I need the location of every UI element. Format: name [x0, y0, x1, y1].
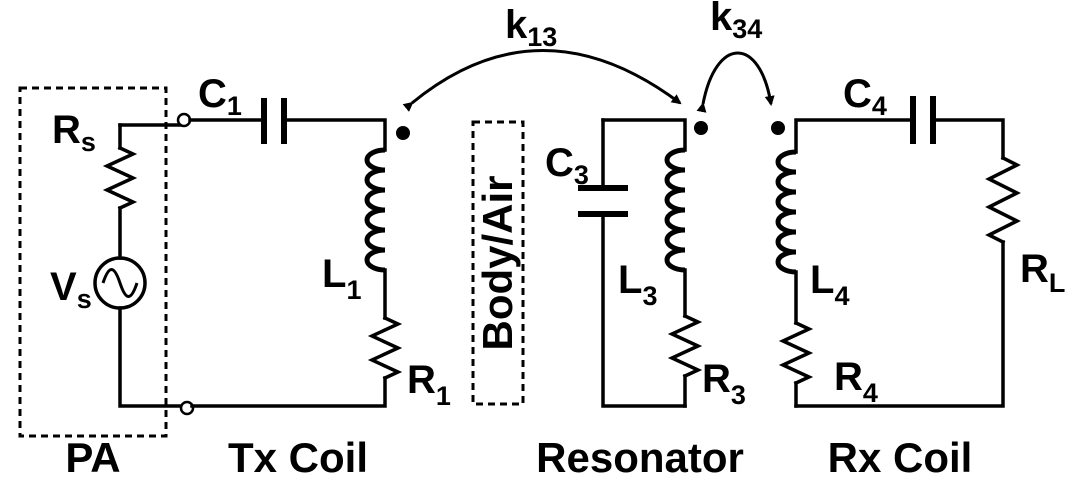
l4-polarity-dot	[771, 121, 785, 135]
r1-resistor	[367, 315, 403, 381]
l3-label: L3	[618, 258, 657, 311]
k13-label: k13	[505, 3, 557, 52]
rl-resistor	[985, 155, 1021, 245]
pa-dashed-box	[18, 86, 168, 438]
r4-label: R4	[834, 355, 878, 408]
pa-source-branch	[93, 123, 184, 408]
c1-label: C1	[198, 72, 242, 121]
r3-label: R3	[702, 357, 746, 410]
rl-label: RL	[1020, 247, 1065, 298]
r4-resistor	[778, 320, 814, 386]
r1-label: R1	[407, 358, 451, 411]
vs-sine-icon	[101, 268, 139, 298]
rx-circuit	[771, 96, 1021, 408]
k34-coupling-arrow	[696, 51, 775, 113]
vs-label: Vs	[50, 265, 92, 314]
rs-resistor	[102, 145, 138, 211]
pa-caption: PA	[65, 434, 120, 480]
tx-coil-caption: Tx Coil	[228, 434, 368, 480]
k34-label: k34	[710, 0, 762, 44]
rs-label: Rs	[52, 108, 96, 157]
resonator-circuit	[578, 118, 708, 408]
tx-circuit	[188, 98, 410, 408]
r3-resistor	[667, 313, 703, 379]
l3-polarity-dot	[694, 121, 708, 135]
l4-inductor	[775, 149, 797, 275]
c4-label: C4	[843, 72, 887, 121]
medium-label: Body/Air	[474, 175, 521, 350]
l1-label: L1	[322, 252, 361, 305]
l1-inductor	[364, 147, 386, 273]
resonator-caption: Resonator	[536, 434, 744, 480]
l1-polarity-dot	[396, 126, 410, 140]
terminal-bottom	[179, 400, 195, 416]
c3-label: C3	[545, 141, 589, 190]
l4-label: L4	[810, 258, 849, 311]
body-air-dashed-box	[471, 120, 525, 406]
terminal-top	[176, 112, 192, 128]
k13-coupling-arrow	[402, 49, 682, 112]
rx-coil-caption: Rx Coil	[828, 434, 973, 480]
l3-inductor	[664, 147, 686, 273]
